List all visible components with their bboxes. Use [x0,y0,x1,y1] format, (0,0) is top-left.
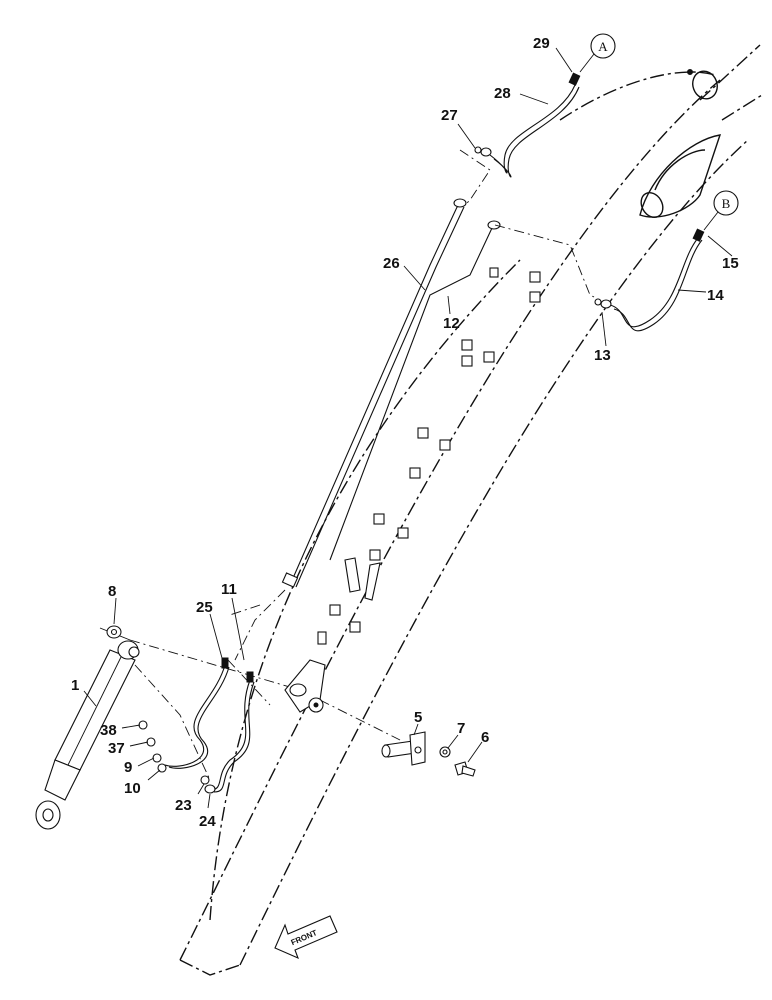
label-12: 12 [443,315,460,332]
boom-foot-bracket [284,659,326,713]
boom-cylinder [35,627,140,830]
hose-11 [209,671,255,793]
hose-14 [594,228,705,332]
svg-text:B: B [722,196,731,211]
label-23: 23 [175,797,192,814]
label-27: 27 [441,107,458,124]
label-8: 8 [108,583,116,600]
fittings-23-24 [200,775,216,794]
connection-lines [129,149,601,781]
label-5: 5 [414,709,422,726]
pin-assembly [381,731,476,777]
label-25: 25 [196,599,213,616]
label-7: 7 [457,720,465,737]
label-9: 9 [124,759,132,776]
pin-washer-8 [106,625,122,639]
label-26: 26 [383,255,400,272]
label-15: 15 [722,255,739,272]
label-29: 29 [533,35,550,52]
label-13: 13 [594,347,611,364]
svg-text:A: A [598,39,608,54]
label-1: 1 [71,677,79,694]
leader-lines [83,47,733,809]
hose-25 [164,657,230,769]
label-6: 6 [481,729,489,746]
boom-head [639,69,722,219]
label-38: 38 [100,722,117,739]
label-37: 37 [108,740,125,757]
label-28: 28 [494,85,511,102]
boom-outline [179,44,763,976]
part-labels: 29 28 27 26 12 14 15 13 8 11 25 1 38 37 … [71,35,739,830]
callout-b: B [703,190,739,231]
label-24: 24 [199,813,216,830]
callout-a: A [579,33,616,73]
fittings-38-37-9-10 [138,720,167,773]
steel-pipe-26 [281,198,467,588]
hose-28 [474,72,581,178]
steel-pipe-12 [329,220,501,561]
label-11: 11 [221,581,237,598]
label-10: 10 [124,780,141,797]
pipe-clamps [317,267,541,645]
label-14: 14 [707,287,724,304]
front-direction-arrow: FRONT [274,915,338,960]
